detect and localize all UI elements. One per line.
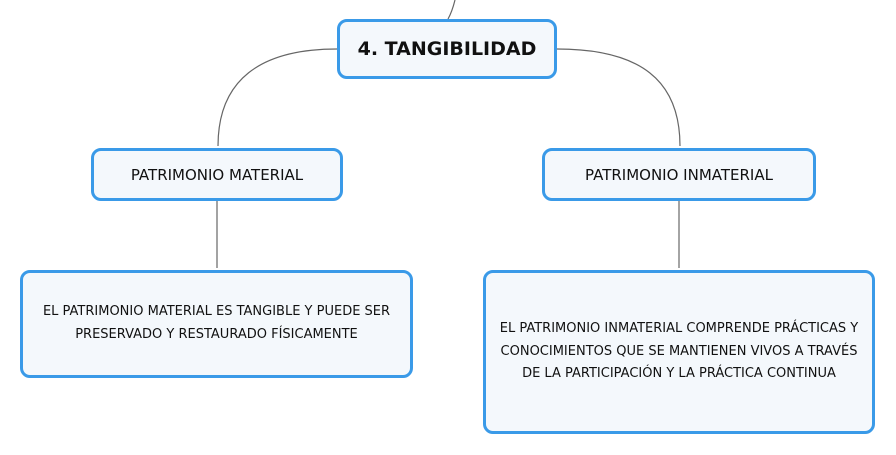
node-material-description[interactable]: EL PATRIMONIO MATERIAL ES TANGIBLE Y PUE… [20,270,413,378]
node-material-description-text: EL PATRIMONIO MATERIAL ES TANGIBLE Y PUE… [42,304,391,342]
root-node[interactable]: 4. TANGIBILIDAD [337,19,557,79]
node-patrimonio-inmaterial[interactable]: PATRIMONIO INMATERIAL [542,148,816,201]
node-patrimonio-inmaterial-label: PATRIMONIO INMATERIAL [585,165,773,184]
node-patrimonio-material[interactable]: PATRIMONIO MATERIAL [91,148,343,201]
node-inmaterial-description[interactable]: EL PATRIMONIO INMATERIAL COMPRENDE PRÁCT… [483,270,875,434]
root-node-label: 4. TANGIBILIDAD [357,38,537,60]
node-patrimonio-material-label: PATRIMONIO MATERIAL [130,165,304,184]
connector-parent-to-root [447,0,456,20]
node-inmaterial-description-text: EL PATRIMONIO INMATERIAL COMPRENDE PRÁCT… [499,320,859,382]
connector-root-to-material [217,48,338,147]
connector-root-to-inmaterial [556,48,681,147]
